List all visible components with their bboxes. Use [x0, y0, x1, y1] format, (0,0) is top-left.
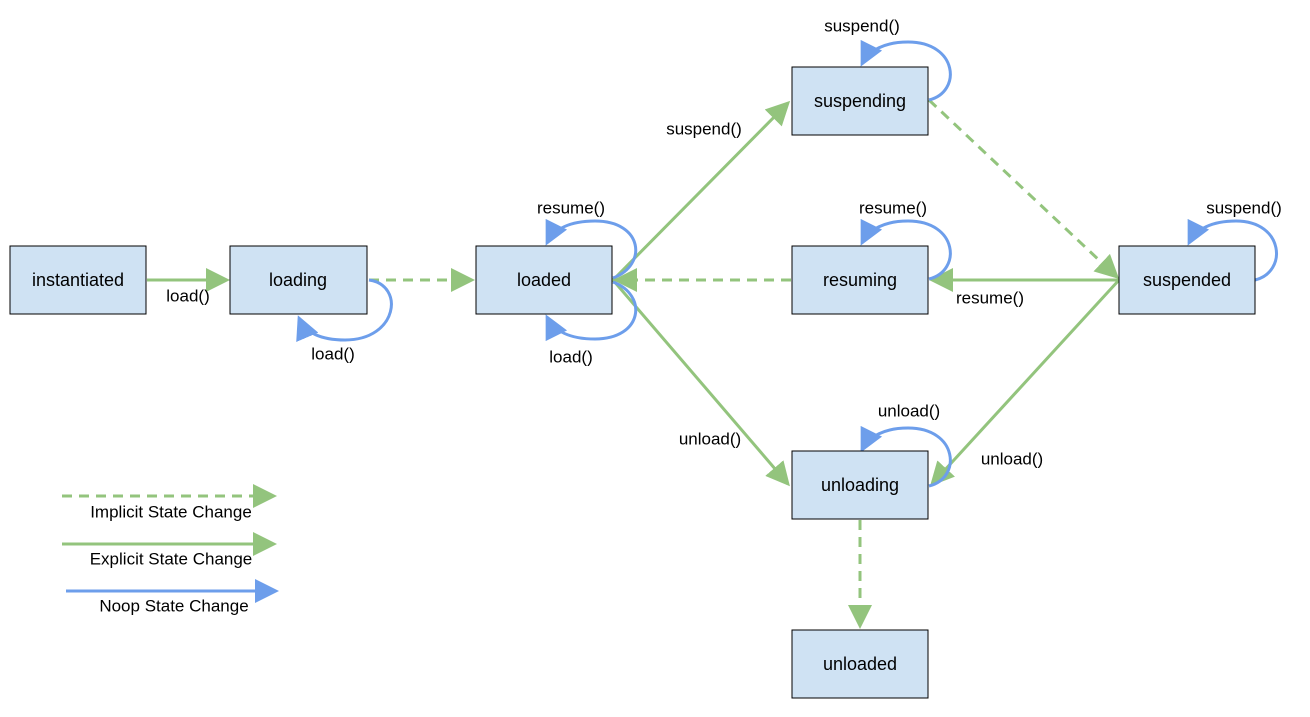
state-suspended-label: suspended: [1143, 270, 1231, 290]
state-loading-label: loading: [269, 270, 327, 290]
edge-labels: load() load() resume() load() suspend() …: [166, 17, 1282, 469]
label-suspending-loop: suspend(): [824, 17, 900, 36]
loop-suspending-suspend: [860, 39, 952, 102]
edge-suspended-to-unloading: [929, 278, 1121, 487]
state-instantiated: instantiated: [9, 245, 147, 315]
label-loaded-suspending: suspend(): [666, 120, 742, 139]
loop-suspended-suspend: [1187, 218, 1278, 282]
state-unloading-label: unloading: [821, 475, 899, 495]
label-suspended-unloading: unload(): [981, 450, 1043, 469]
label-loaded-unloading: unload(): [679, 430, 741, 449]
edges: [147, 39, 1278, 629]
label-loading-loop: load(): [311, 345, 354, 364]
state-suspended: suspended: [1118, 245, 1256, 315]
edge-suspending-to-suspended: [927, 98, 1120, 280]
state-instantiated-label: instantiated: [32, 270, 124, 290]
state-resuming: resuming: [791, 245, 929, 315]
loop-loaded-load: [545, 280, 638, 342]
label-suspended-resuming: resume(): [956, 289, 1024, 308]
loop-loading-load: [296, 278, 393, 343]
state-unloaded-label: unloaded: [823, 654, 897, 674]
state-loading: loading: [229, 245, 368, 315]
edge-loaded-to-unloading: [611, 279, 790, 487]
state-suspending: suspending: [791, 66, 929, 136]
edge-loaded-to-suspending: [611, 100, 791, 282]
label-suspended-loop: suspend(): [1206, 199, 1282, 218]
legend-noop-label: Noop State Change: [99, 597, 248, 616]
legend-implicit-label: Implicit State Change: [90, 503, 252, 522]
state-loaded: loaded: [475, 245, 613, 315]
label-resuming-loop: resume(): [859, 199, 927, 218]
label-loaded-load-loop: load(): [549, 348, 592, 367]
loop-resuming-resume: [860, 218, 952, 281]
loop-loaded-resume: [545, 218, 638, 280]
label-loaded-resume-loop: resume(): [537, 199, 605, 218]
state-unloading: unloading: [791, 450, 929, 520]
label-unloading-loop: unload(): [878, 402, 940, 421]
state-loaded-label: loaded: [517, 270, 571, 290]
legend-explicit-label: Explicit State Change: [90, 550, 253, 569]
state-resuming-label: resuming: [823, 270, 897, 290]
loop-unloading-unload: [860, 425, 952, 488]
label-instantiated-loading: load(): [166, 287, 209, 306]
legend: Implicit State Change Explicit State Cha…: [62, 484, 279, 616]
state-unloaded: unloaded: [791, 629, 929, 699]
state-suspending-label: suspending: [814, 91, 906, 111]
